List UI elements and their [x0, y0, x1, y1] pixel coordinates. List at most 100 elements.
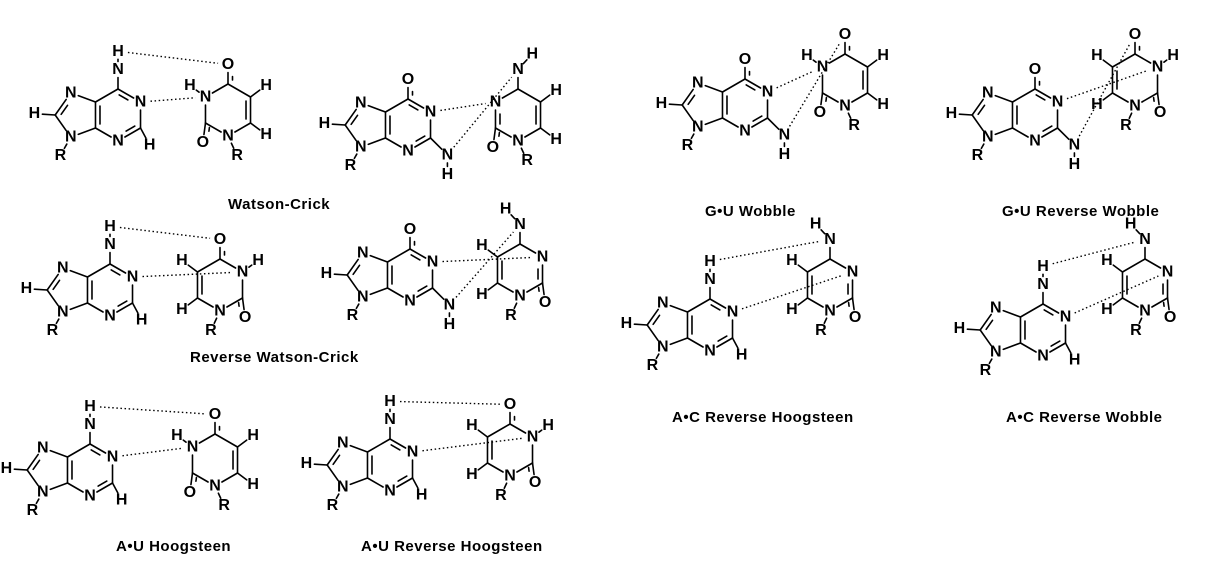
atom-hydrogen: H: [786, 252, 798, 269]
atom-hydrogen: H: [1125, 215, 1137, 232]
bond: [326, 448, 339, 466]
bond: [219, 258, 237, 269]
atom-nitrogen: N: [1152, 59, 1164, 76]
bond: [541, 282, 545, 296]
atom-hydrogen: H: [736, 346, 748, 363]
hydrogen-bond: [1078, 42, 1131, 137]
bond: [721, 117, 739, 128]
bond: [806, 258, 831, 273]
bond: [836, 297, 854, 308]
hydrogen-bond: [776, 70, 814, 89]
atom-nitrogen: N: [57, 304, 69, 321]
atom-nitrogen: N: [512, 133, 524, 150]
atom-nitrogen: N: [84, 416, 96, 433]
atom-nitrogen: N: [442, 146, 454, 163]
atom-nitrogen: N: [444, 296, 456, 313]
atom-nitrogen: N: [1052, 94, 1064, 111]
atom-nitrogen: N: [537, 249, 549, 266]
bond: [117, 88, 135, 99]
caption-watson-crick: Watson-Crick: [228, 196, 330, 213]
atom-hydrogen: H: [877, 96, 889, 113]
bond: [55, 318, 60, 325]
bond: [196, 297, 214, 308]
bond: [538, 429, 543, 434]
bond: [77, 94, 97, 103]
atom-hydrogen: H: [801, 47, 813, 64]
atom-hydrogen: H: [1091, 96, 1103, 113]
atom-oxygen: O: [504, 396, 516, 413]
hydrogen-bond: [422, 437, 523, 452]
atom-hydrogen: H: [171, 427, 183, 444]
bond: [35, 498, 40, 505]
bond: [686, 298, 711, 313]
bond: [187, 264, 199, 273]
bond: [668, 103, 683, 106]
atom-ribose: R: [1130, 322, 1142, 339]
bond: [966, 328, 981, 331]
bond: [182, 439, 187, 444]
atom-nitrogen: N: [357, 244, 369, 261]
bond: [496, 243, 521, 258]
atom-ribose: R: [327, 497, 339, 514]
bond: [333, 273, 348, 276]
double-bond: [1050, 340, 1061, 347]
bond: [349, 477, 369, 486]
atom-oxygen: O: [214, 231, 226, 248]
bond: [1121, 258, 1146, 273]
atom-nitrogen: N: [847, 264, 859, 281]
caption-ac-reverse-hoogsteen: A•C Reverse Hoogsteen: [672, 409, 854, 426]
atom-hydrogen: H: [384, 393, 396, 410]
bond: [1134, 53, 1152, 64]
bond: [248, 264, 253, 269]
bond: [1034, 88, 1052, 99]
bond: [217, 492, 222, 500]
atom-hydrogen: H: [301, 455, 313, 472]
atom-ribose: R: [47, 322, 59, 339]
atom-nitrogen: N: [1139, 303, 1151, 320]
atom-hydrogen: H: [416, 486, 428, 503]
double-bond: [687, 94, 696, 106]
bond: [384, 98, 409, 113]
bond: [477, 462, 489, 471]
atom-hydrogen: H: [1101, 301, 1113, 318]
double-bond: [332, 454, 341, 466]
atom-oxygen: O: [539, 294, 551, 311]
bond: [980, 143, 985, 150]
bond: [249, 89, 261, 98]
bond: [46, 273, 59, 291]
bond: [221, 472, 239, 483]
atom-nitrogen: N: [762, 84, 774, 101]
atom-nitrogen: N: [357, 289, 369, 306]
atom-nitrogen: N: [402, 143, 414, 160]
bond: [69, 269, 89, 278]
bond: [94, 88, 119, 103]
atom-ribose: R: [27, 502, 39, 519]
atom-nitrogen: N: [112, 133, 124, 150]
atom-nitrogen: N: [990, 344, 1002, 361]
atom-oxygen: O: [814, 104, 826, 121]
atom-nitrogen: N: [337, 479, 349, 496]
bond: [414, 137, 432, 148]
bond: [1042, 303, 1060, 314]
bond: [829, 258, 847, 269]
bond: [46, 289, 59, 307]
bond: [744, 78, 762, 89]
atom-hydrogen: H: [247, 427, 259, 444]
bond: [1163, 59, 1168, 64]
bond: [797, 264, 809, 273]
bond: [49, 482, 69, 491]
bond: [349, 444, 369, 453]
hydrogen-bond: [122, 447, 183, 457]
bond: [820, 92, 824, 106]
atom-nitrogen: N: [1069, 136, 1081, 153]
atom-ribose: R: [347, 307, 359, 324]
bond: [823, 317, 828, 325]
atom-nitrogen: N: [982, 129, 994, 146]
bond: [89, 443, 107, 454]
atom-oxygen: O: [402, 71, 414, 88]
bond: [704, 84, 724, 93]
double-bond: [397, 475, 408, 482]
bond: [539, 94, 551, 103]
captions-layer: Watson-Crick Reverse Watson-Crick A•U Ho…: [116, 196, 1162, 555]
